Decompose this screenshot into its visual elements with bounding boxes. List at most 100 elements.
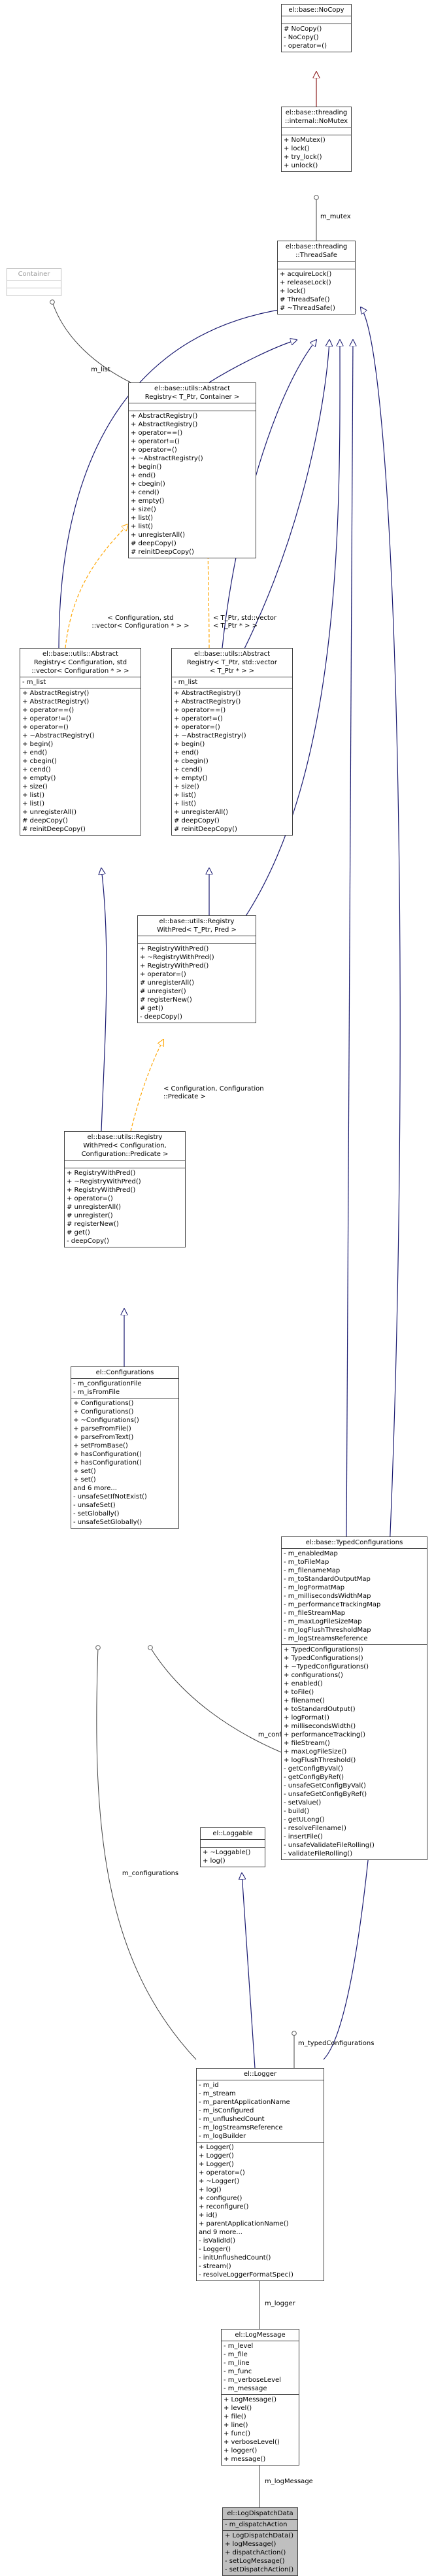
class-abstract-registry[interactable]: el::base::utils::Abstract Registry< T_Pt… (128, 382, 256, 558)
method-item: + unlock() (284, 162, 318, 169)
method-item: # NoCopy() (284, 25, 322, 33)
edge-label-tpl-config: < Configuration, std ::vector< Configura… (92, 615, 190, 630)
method-item: + Logger() (199, 2144, 234, 2151)
method-item: + enabled() (284, 1680, 323, 1687)
method-item: - NoCopy() (284, 34, 319, 41)
method-item: + AbstractRegistry() (131, 413, 198, 420)
method-item: + operator=() (22, 724, 69, 731)
attribute-item: - m_list (22, 679, 46, 686)
method-item: + func() (224, 2430, 251, 2437)
method-item: + end() (131, 472, 156, 479)
attribute-item: - m_logStreamsReference (199, 2124, 283, 2131)
method-item: - unsafeSet() (73, 1502, 116, 1509)
attribute-item: - m_func (224, 2368, 252, 2375)
class-title: el::base::TypedConfigurations (305, 1539, 403, 1546)
attribute-section: - m_list (20, 677, 141, 688)
method-item: + empty() (174, 775, 208, 782)
attribute-item: - m_millisecondsWidthMap (284, 1593, 371, 1600)
class-registry-with-pred-config[interactable]: el::base::utils::Registry WithPred< Conf… (64, 1131, 186, 1247)
class-nocopy[interactable]: el::base::NoCopy # NoCopy()- NoCopy()- o… (281, 4, 352, 52)
method-item: + set() (73, 1468, 96, 1475)
method-item: + verboseLevel() (224, 2439, 280, 2446)
attribute-section: - m_dispatchAction (223, 2519, 297, 2530)
class-configurations[interactable]: el::Configurations - m_configurationFile… (71, 1366, 179, 1529)
method-item: + unregisterAll() (22, 809, 76, 816)
attribute-item: - m_toFileMap (284, 1559, 329, 1566)
method-item: # ThreadSafe() (280, 296, 330, 303)
attribute-section (129, 403, 256, 411)
method-item: + operator=() (199, 2169, 245, 2177)
attribute-item: - m_list (174, 679, 198, 686)
method-item: + AbstractRegistry() (22, 690, 90, 697)
attribute-item: - m_stream (199, 2090, 236, 2097)
class-abstract-registry-config[interactable]: el::base::utils::Abstract Registry< Conf… (20, 648, 141, 836)
attribute-item: - m_fileStreamMap (284, 1610, 346, 1617)
method-item: + set() (73, 1476, 96, 1483)
attribute-item: - m_level (224, 2343, 254, 2350)
edge-regptr-threadsafe (222, 340, 316, 649)
class-loggable[interactable]: el::Loggable + ~Loggable()+ log() (200, 1827, 265, 1867)
method-item: - resolveLoggerFormatSpec() (199, 2271, 293, 2279)
class-typed-configurations[interactable]: el::base::TypedConfigurations - m_enable… (281, 1536, 427, 1860)
method-item: + logger() (224, 2447, 258, 2454)
class-log-message[interactable]: el::LogMessage - m_level- m_file- m_line… (221, 2329, 299, 2466)
method-section: + NoMutex()+ lock()+ try_lock()+ unlock(… (282, 135, 351, 171)
method-item: + size() (22, 783, 48, 790)
attribute-item: - m_message (224, 2385, 267, 2392)
attribute-item: - m_logFlushThresholdMap (284, 1627, 371, 1634)
attribute-item: - m_logStreamsReference (284, 1635, 368, 1642)
method-item: + lock() (280, 288, 306, 295)
method-item: + list() (131, 515, 154, 522)
method-item: # unregister() (67, 1212, 113, 1219)
method-section: # NoCopy()- NoCopy()- operator=() (282, 24, 351, 52)
method-item: and 9 more... (199, 2229, 242, 2236)
method-item: + AbstractRegistry() (174, 690, 241, 697)
method-item: + AbstractRegistry() (22, 698, 90, 705)
class-logger[interactable]: el::Logger - m_id- m_stream- m_parentApp… (196, 2068, 324, 2281)
class-threadsafe[interactable]: el::base::threading ::ThreadSafe + acqui… (277, 241, 356, 314)
method-section: + LogDispatchData()+ logMessage()+ dispa… (223, 2530, 297, 2575)
method-item: + list() (174, 800, 197, 807)
method-item: + ~Configurations() (73, 1417, 139, 1424)
method-item: + ~AbstractRegistry() (131, 455, 203, 462)
method-item: + log() (199, 2186, 222, 2194)
method-item: + file() (224, 2413, 246, 2420)
edge-label-list-container: m_list (91, 366, 110, 373)
method-item: + RegistryWithPred() (67, 1187, 136, 1194)
method-item: - validateFileRolling() (284, 1850, 353, 1857)
edge-configs-typed (148, 1645, 282, 1753)
attribute-item: - m_filenameMap (284, 1567, 341, 1574)
method-item: + cend() (22, 766, 51, 773)
method-item: + ~RegistryWithPred() (140, 954, 214, 961)
method-item: - deepCopy() (67, 1238, 109, 1245)
method-item: + performanceTracking() (284, 1731, 366, 1738)
attribute-section: - m_level- m_file- m_line- m_func- m_ver… (222, 2341, 299, 2394)
method-item: + hasConfiguration() (73, 1459, 142, 1466)
method-item: + RegistryWithPred() (140, 962, 209, 970)
method-item: - getConfigByRef() (284, 1774, 344, 1781)
method-section: + RegistryWithPred()+ ~RegistryWithPred(… (138, 943, 256, 1023)
method-item: + list() (22, 792, 45, 799)
method-item: + Configurations() (73, 1400, 134, 1407)
method-item: + toStandardOutput() (284, 1706, 356, 1713)
method-item: + begin() (131, 464, 162, 471)
edge-regpred-threadsafe (241, 340, 329, 654)
class-container[interactable]: Container (7, 268, 61, 296)
method-item: + reconfigure() (199, 2203, 249, 2211)
class-nomutex[interactable]: el::base::threading ::internal::NoMutex … (281, 107, 352, 172)
class-title: el::base::NoCopy (288, 7, 344, 14)
method-item: + size() (174, 783, 199, 790)
class-registry-with-pred[interactable]: el::base::utils::Registry WithPred< T_Pt… (137, 915, 256, 1023)
attribute-section (282, 16, 351, 24)
class-abstract-registry-ptr[interactable]: el::base::utils::Abstract Registry< T_Pt… (171, 648, 293, 836)
method-item: - setDispatchAction() (225, 2566, 294, 2573)
attribute-item: - m_toStandardOutputMap (284, 1576, 371, 1583)
edge-registry-threadsafe (209, 340, 297, 383)
edge-configs-threadsafe (189, 340, 340, 981)
method-item: + parseFromFile() (73, 1425, 131, 1432)
class-title: el::base::utils::Abstract Registry< T_Pt… (187, 651, 277, 675)
edge-container-registry (50, 299, 131, 383)
method-item: + logMessage() (225, 2541, 276, 2548)
method-item: + releaseLock() (280, 279, 331, 286)
attribute-section (201, 1839, 265, 1847)
